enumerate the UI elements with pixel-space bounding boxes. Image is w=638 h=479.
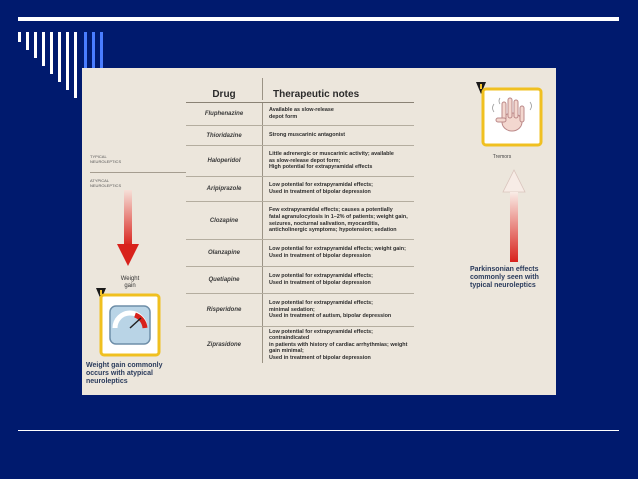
table-row: Risperidone Low potential for extrapyram… — [186, 294, 414, 327]
weight-gain-label: Weight gain — [120, 276, 140, 289]
drug-name: Ziprasidone — [206, 342, 241, 348]
drug-note: Little adrenergic or muscarinic activity… — [269, 151, 394, 171]
header-drug: Drug — [212, 89, 236, 100]
drug-note: Low potential for extrapyramidal effects… — [269, 273, 373, 286]
scale-gauge-icon — [99, 293, 161, 357]
table-row: Olanzapine Low potential for extrapyrami… — [186, 240, 414, 267]
drug-name: Risperidone — [206, 307, 242, 313]
parkinsonian-caption: Parkinsonian effects commonly seen with … — [470, 266, 539, 289]
column-divider — [262, 78, 263, 100]
arrow-down-icon — [117, 190, 139, 266]
tremors-label: Tremors — [492, 154, 512, 160]
group-label-typical: TYPICAL NEUROLEPTICS — [90, 154, 122, 164]
table-row: Fluphenazine Available as slow-release d… — [186, 103, 414, 126]
table-row: Ziprasidone Low potential for extrapyram… — [186, 327, 414, 363]
drug-note: Low potential for extrapyramidal effects… — [269, 182, 373, 195]
drug-note: Low potential for extrapyramidal effects… — [269, 328, 408, 361]
drug-note: Low potential for extrapyramidal effects… — [269, 300, 392, 320]
bottom-rule — [18, 430, 619, 431]
drug-note: Strong muscarinic antagonist — [269, 132, 346, 139]
hand-tremor-icon — [481, 87, 543, 147]
drug-name: Aripiprazole — [206, 186, 242, 192]
drug-name: Olanzapine — [207, 250, 240, 256]
weight-gain-caption: Weight gain commonly occurs with atypica… — [86, 362, 163, 385]
header-notes: Therapeutic notes — [273, 89, 360, 100]
group-label-atypical: ATYPICAL NEUROLEPTICS — [90, 178, 122, 188]
neuroleptics-figure: TYPICAL NEUROLEPTICS ATYPICAL NEUROLEPTI… — [82, 68, 556, 395]
table-row: Aripiprazole Low potential for extrapyra… — [186, 177, 414, 202]
arrow-up-icon — [502, 169, 526, 262]
drug-name: Clozapine — [209, 217, 239, 224]
group-divider — [90, 172, 186, 173]
table-row: Clozapine Few extrapyramidal effects; ca… — [186, 202, 414, 240]
table-row: Thioridazine Strong muscarinic antagonis… — [186, 126, 414, 146]
drug-name: Fluphenazine — [204, 111, 244, 117]
warning-icon — [476, 82, 486, 94]
drug-note: Low potential for extrapyramidal effects… — [269, 246, 406, 259]
drug-name: Quetiapine — [208, 277, 240, 283]
drug-name: Haloperidol — [207, 158, 241, 164]
drug-note: Few extrapyramidal effects; causes a pot… — [269, 207, 408, 234]
warning-icon — [96, 288, 106, 300]
table-row: Haloperidol Little adrenergic or muscari… — [186, 146, 414, 177]
top-rule — [18, 17, 619, 21]
table-row: Quetiapine Low potential for extrapyrami… — [186, 267, 414, 294]
drug-table: Drug Therapeutic notes Fluphenazine Avai… — [186, 78, 414, 363]
drug-name: Thioridazine — [206, 132, 242, 139]
table-header: Drug Therapeutic notes — [186, 78, 414, 103]
drug-note: Available as slow-release depot form — [269, 107, 334, 120]
